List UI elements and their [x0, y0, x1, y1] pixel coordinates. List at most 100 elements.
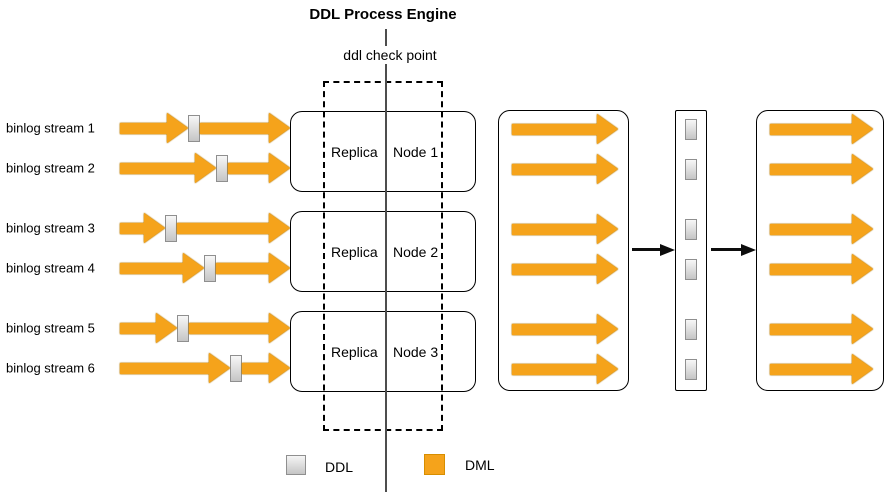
- ddl-queue-box: [675, 110, 707, 391]
- ddl-event-marker: [685, 219, 697, 240]
- dml-arrow-shaft: [120, 262, 183, 274]
- replica-node-1: Replica Node 1: [290, 111, 476, 192]
- dml-arrow: [512, 214, 618, 244]
- dml-arrow-shaft: [228, 162, 269, 174]
- stream-flow: [120, 153, 290, 183]
- dml-arrow-shaft: [512, 163, 597, 175]
- dml-arrow: [242, 353, 290, 383]
- flow-arrow-tip: [660, 243, 675, 256]
- dml-arrow: [216, 253, 290, 283]
- dml-legend-swatch: [424, 454, 445, 475]
- binlog-stream-label: binlog stream 6: [6, 360, 95, 376]
- stream-flow: [120, 113, 290, 143]
- dml-arrow-tip: [597, 154, 618, 184]
- binlog-stream-row-2: binlog stream 2: [0, 153, 300, 183]
- dml-arrow-shaft: [512, 223, 597, 235]
- dml-arrow-shaft: [770, 163, 852, 175]
- dml-arrow-shaft: [120, 162, 195, 174]
- replica-label: Replica: [331, 143, 378, 160]
- dml-arrow: [512, 314, 618, 344]
- dml-arrow: [120, 213, 165, 243]
- ddl-legend-swatch: [286, 455, 306, 475]
- dml-arrow-tip: [269, 353, 290, 383]
- replica-label: Replica: [331, 343, 378, 360]
- dml-arrow: [512, 254, 618, 284]
- ddl-event-marker: [216, 154, 228, 182]
- ddl-engine-boundary: [323, 81, 443, 431]
- diagram-title: DDL Process Engine: [309, 6, 457, 23]
- dml-arrow-tip: [269, 253, 290, 283]
- dml-arrow-tip: [852, 314, 873, 344]
- dml-arrow-shaft: [242, 362, 269, 374]
- binlog-stream-row-3: binlog stream 3: [0, 213, 300, 243]
- dml-arrow: [770, 314, 873, 344]
- dml-arrow-shaft: [770, 223, 852, 235]
- dml-arrow-tip: [852, 114, 873, 144]
- ddl-event-marker: [165, 214, 177, 242]
- ddl-event-marker: [685, 259, 697, 280]
- dml-arrow: [200, 113, 290, 143]
- dml-arrow-shaft: [120, 362, 209, 374]
- dml-arrow-tip: [144, 213, 165, 243]
- dml-arrow-shaft: [770, 323, 852, 335]
- dml-arrow-tip: [209, 353, 230, 383]
- dml-arrow-tip: [852, 254, 873, 284]
- dml-arrow: [770, 354, 873, 384]
- dml-arrow-tip: [597, 254, 618, 284]
- dml-arrow-shaft: [216, 262, 269, 274]
- dml-arrow-tip: [852, 214, 873, 244]
- flow-arrow-line: [711, 248, 741, 251]
- dml-arrow-shaft: [120, 222, 144, 234]
- dml-arrow: [177, 213, 290, 243]
- dml-arrow-shaft: [512, 363, 597, 375]
- binlog-stream-row-5: binlog stream 5: [0, 313, 300, 343]
- node-label: Node 2: [393, 243, 439, 260]
- dml-legend-label: DML: [465, 457, 495, 473]
- dml-arrow-tip: [269, 153, 290, 183]
- dml-stream-box: [498, 110, 629, 391]
- dml-arrow-shaft: [512, 323, 597, 335]
- dml-arrow: [120, 353, 230, 383]
- binlog-stream-label: binlog stream 4: [6, 260, 95, 276]
- dml-arrow-tip: [597, 114, 618, 144]
- dml-arrow-shaft: [200, 122, 269, 134]
- replica-node-2: Replica Node 2: [290, 211, 476, 292]
- flow-arrow-line: [632, 248, 660, 251]
- dml-arrow-tip: [597, 354, 618, 384]
- ddl-event-marker: [685, 119, 697, 140]
- node-label: Node 1: [393, 143, 439, 160]
- flow-arrow: [632, 243, 675, 256]
- flow-arrow-tip: [741, 243, 756, 256]
- dml-arrow-shaft: [512, 123, 597, 135]
- stream-flow: [120, 213, 290, 243]
- dml-arrow: [120, 113, 188, 143]
- binlog-stream-row-1: binlog stream 1: [0, 113, 300, 143]
- dml-arrow-shaft: [770, 363, 852, 375]
- dml-arrow: [120, 253, 204, 283]
- ddl-event-marker: [177, 314, 189, 342]
- dml-arrow: [120, 313, 177, 343]
- binlog-stream-label: binlog stream 1: [6, 120, 95, 136]
- dml-arrow-tip: [852, 154, 873, 184]
- dml-arrow: [228, 153, 290, 183]
- ddl-event-marker: [685, 159, 697, 180]
- stream-flow: [120, 313, 290, 343]
- dml-arrow: [512, 354, 618, 384]
- output-stream-box: [756, 110, 884, 391]
- dml-arrow: [770, 114, 873, 144]
- binlog-stream-label: binlog stream 2: [6, 160, 95, 176]
- dml-arrow-tip: [269, 213, 290, 243]
- dml-arrow-tip: [167, 113, 188, 143]
- binlog-stream-label: binlog stream 3: [6, 220, 95, 236]
- checkpoint-line: [385, 29, 387, 492]
- stream-flow: [120, 253, 290, 283]
- legend: DDL DML: [0, 440, 886, 492]
- dml-arrow-tip: [852, 354, 873, 384]
- binlog-stream-row-6: binlog stream 6: [0, 353, 300, 383]
- ddl-event-marker: [685, 319, 697, 340]
- dml-arrow-tip: [269, 113, 290, 143]
- dml-arrow-tip: [597, 314, 618, 344]
- dml-arrow: [512, 154, 618, 184]
- dml-arrow-shaft: [120, 322, 156, 334]
